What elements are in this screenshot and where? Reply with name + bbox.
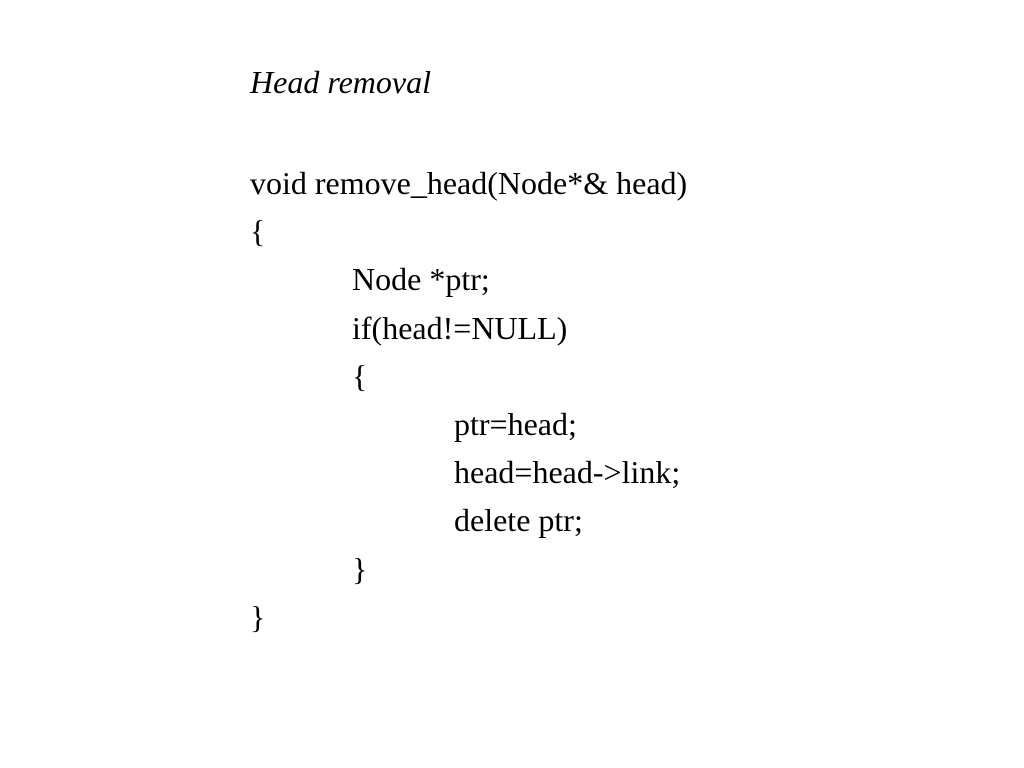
code-line: Node *ptr; xyxy=(352,261,490,298)
code-line: delete ptr; xyxy=(454,502,583,539)
code-block: void remove_head(Node*& head) { Node *pt… xyxy=(250,159,687,641)
code-line: void remove_head(Node*& head) xyxy=(250,165,688,201)
code-line: { xyxy=(352,357,368,394)
code-line: { xyxy=(250,213,266,250)
code-line: head=head->link; xyxy=(454,454,681,491)
code-line: } xyxy=(352,550,368,587)
slide-title: Head removal xyxy=(250,64,431,100)
code-line: ptr=head; xyxy=(454,405,577,442)
code-line: if(head!=NULL) xyxy=(352,309,568,346)
code-line: } xyxy=(250,598,266,635)
